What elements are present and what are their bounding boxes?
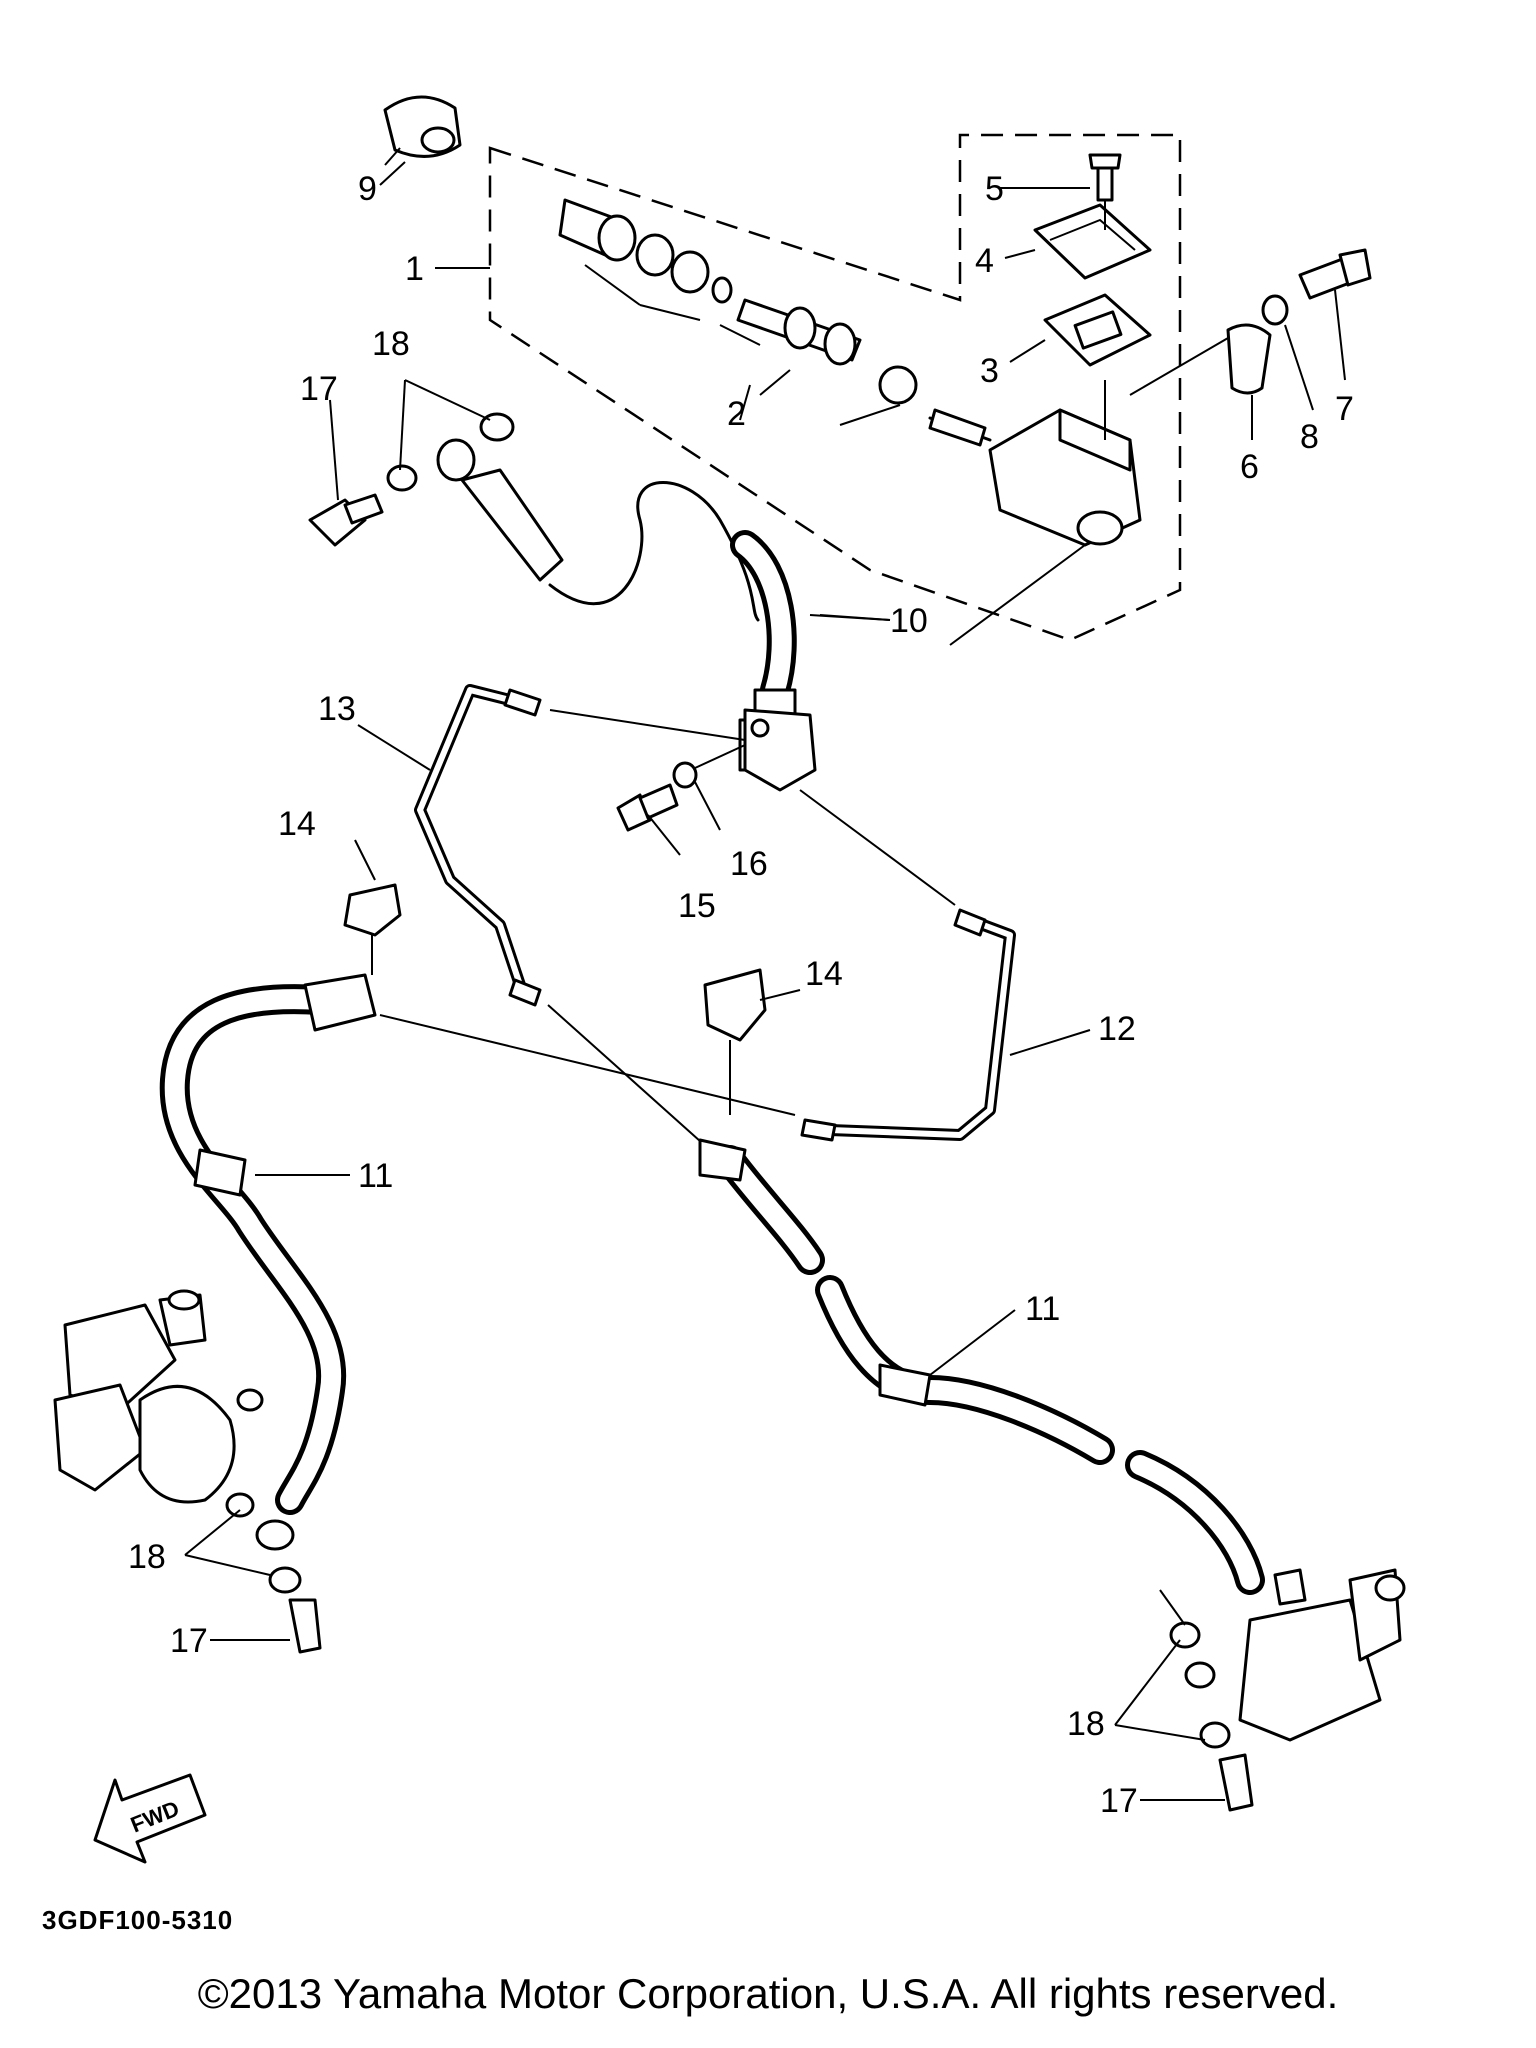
- callout-7: 7: [1335, 390, 1354, 428]
- callout-12: 12: [1098, 1010, 1136, 1048]
- kit-outline-1: [488, 133, 1182, 642]
- callout-17b: 17: [170, 1622, 208, 1660]
- part-7-bolt: [1298, 248, 1372, 300]
- part-12-brake-pipe: [379, 789, 1016, 1142]
- part-11-brake-hose-right: [698, 1138, 1265, 1595]
- callout-8: 8: [1300, 418, 1319, 456]
- part-4-reservoir-cover: [1033, 203, 1152, 280]
- callout-11a: 11: [358, 1157, 393, 1195]
- part-8-washer: [1261, 294, 1289, 326]
- callout-5: 5: [985, 170, 1004, 208]
- caliper-left: [53, 1289, 264, 1518]
- callout-14b: 14: [805, 955, 843, 993]
- part-2-piston-kit: [558, 198, 992, 447]
- part-17-bolt-right: [1218, 1753, 1254, 1812]
- callout-1: 1: [405, 250, 424, 288]
- caliper-right: [1238, 1568, 1406, 1742]
- part-17-union-bolt-top: [308, 493, 384, 547]
- part-5-screw: [1088, 153, 1122, 230]
- callout-17a: 17: [300, 370, 338, 408]
- callout-9: 9: [358, 170, 377, 208]
- callout-18c: 18: [1067, 1705, 1105, 1743]
- callout-13: 13: [318, 690, 356, 728]
- callout-10: 10: [890, 602, 928, 640]
- callout-16: 16: [730, 845, 768, 883]
- part-17-bolt-left: [288, 1598, 322, 1654]
- part-13-brake-pipe: [414, 684, 746, 1151]
- part-3-diaphragm: [1043, 293, 1152, 367]
- diagram-code: 3GDF100-5310: [42, 1905, 234, 1935]
- callout-17c: 17: [1100, 1782, 1138, 1820]
- master-cylinder-body: [988, 380, 1142, 547]
- part-11-brake-hose-left: [159, 973, 377, 1551]
- callout-4: 4: [975, 242, 994, 280]
- callout-6: 6: [1240, 448, 1259, 486]
- part-9-cap: [379, 95, 462, 186]
- part-14-clamp-right: [703, 968, 767, 1115]
- callout-18a: 18: [372, 325, 410, 363]
- callout-3: 3: [980, 352, 999, 390]
- leader-lines: [184, 147, 1346, 1801]
- callout-2: 2: [727, 395, 746, 433]
- part-14-clamp-left: [343, 883, 402, 975]
- part-6-holder: [1129, 323, 1272, 396]
- copyright-notice: ©2013 Yamaha Motor Corporation, U.S.A. A…: [197, 1970, 1339, 2017]
- part-18-washers-right: [1169, 1621, 1231, 1749]
- callout-15: 15: [678, 887, 716, 925]
- brake-hose-joint: [743, 708, 817, 792]
- callout-18b: 18: [128, 1538, 166, 1576]
- callout-14a: 14: [278, 805, 316, 843]
- fwd-arrow-icon: FWD: [93, 1773, 207, 1864]
- callout-11b: 11: [1025, 1290, 1060, 1328]
- part-18-washer-left: [268, 1566, 302, 1594]
- part-16-washer: [672, 744, 746, 831]
- part-15-bolt: [616, 783, 681, 856]
